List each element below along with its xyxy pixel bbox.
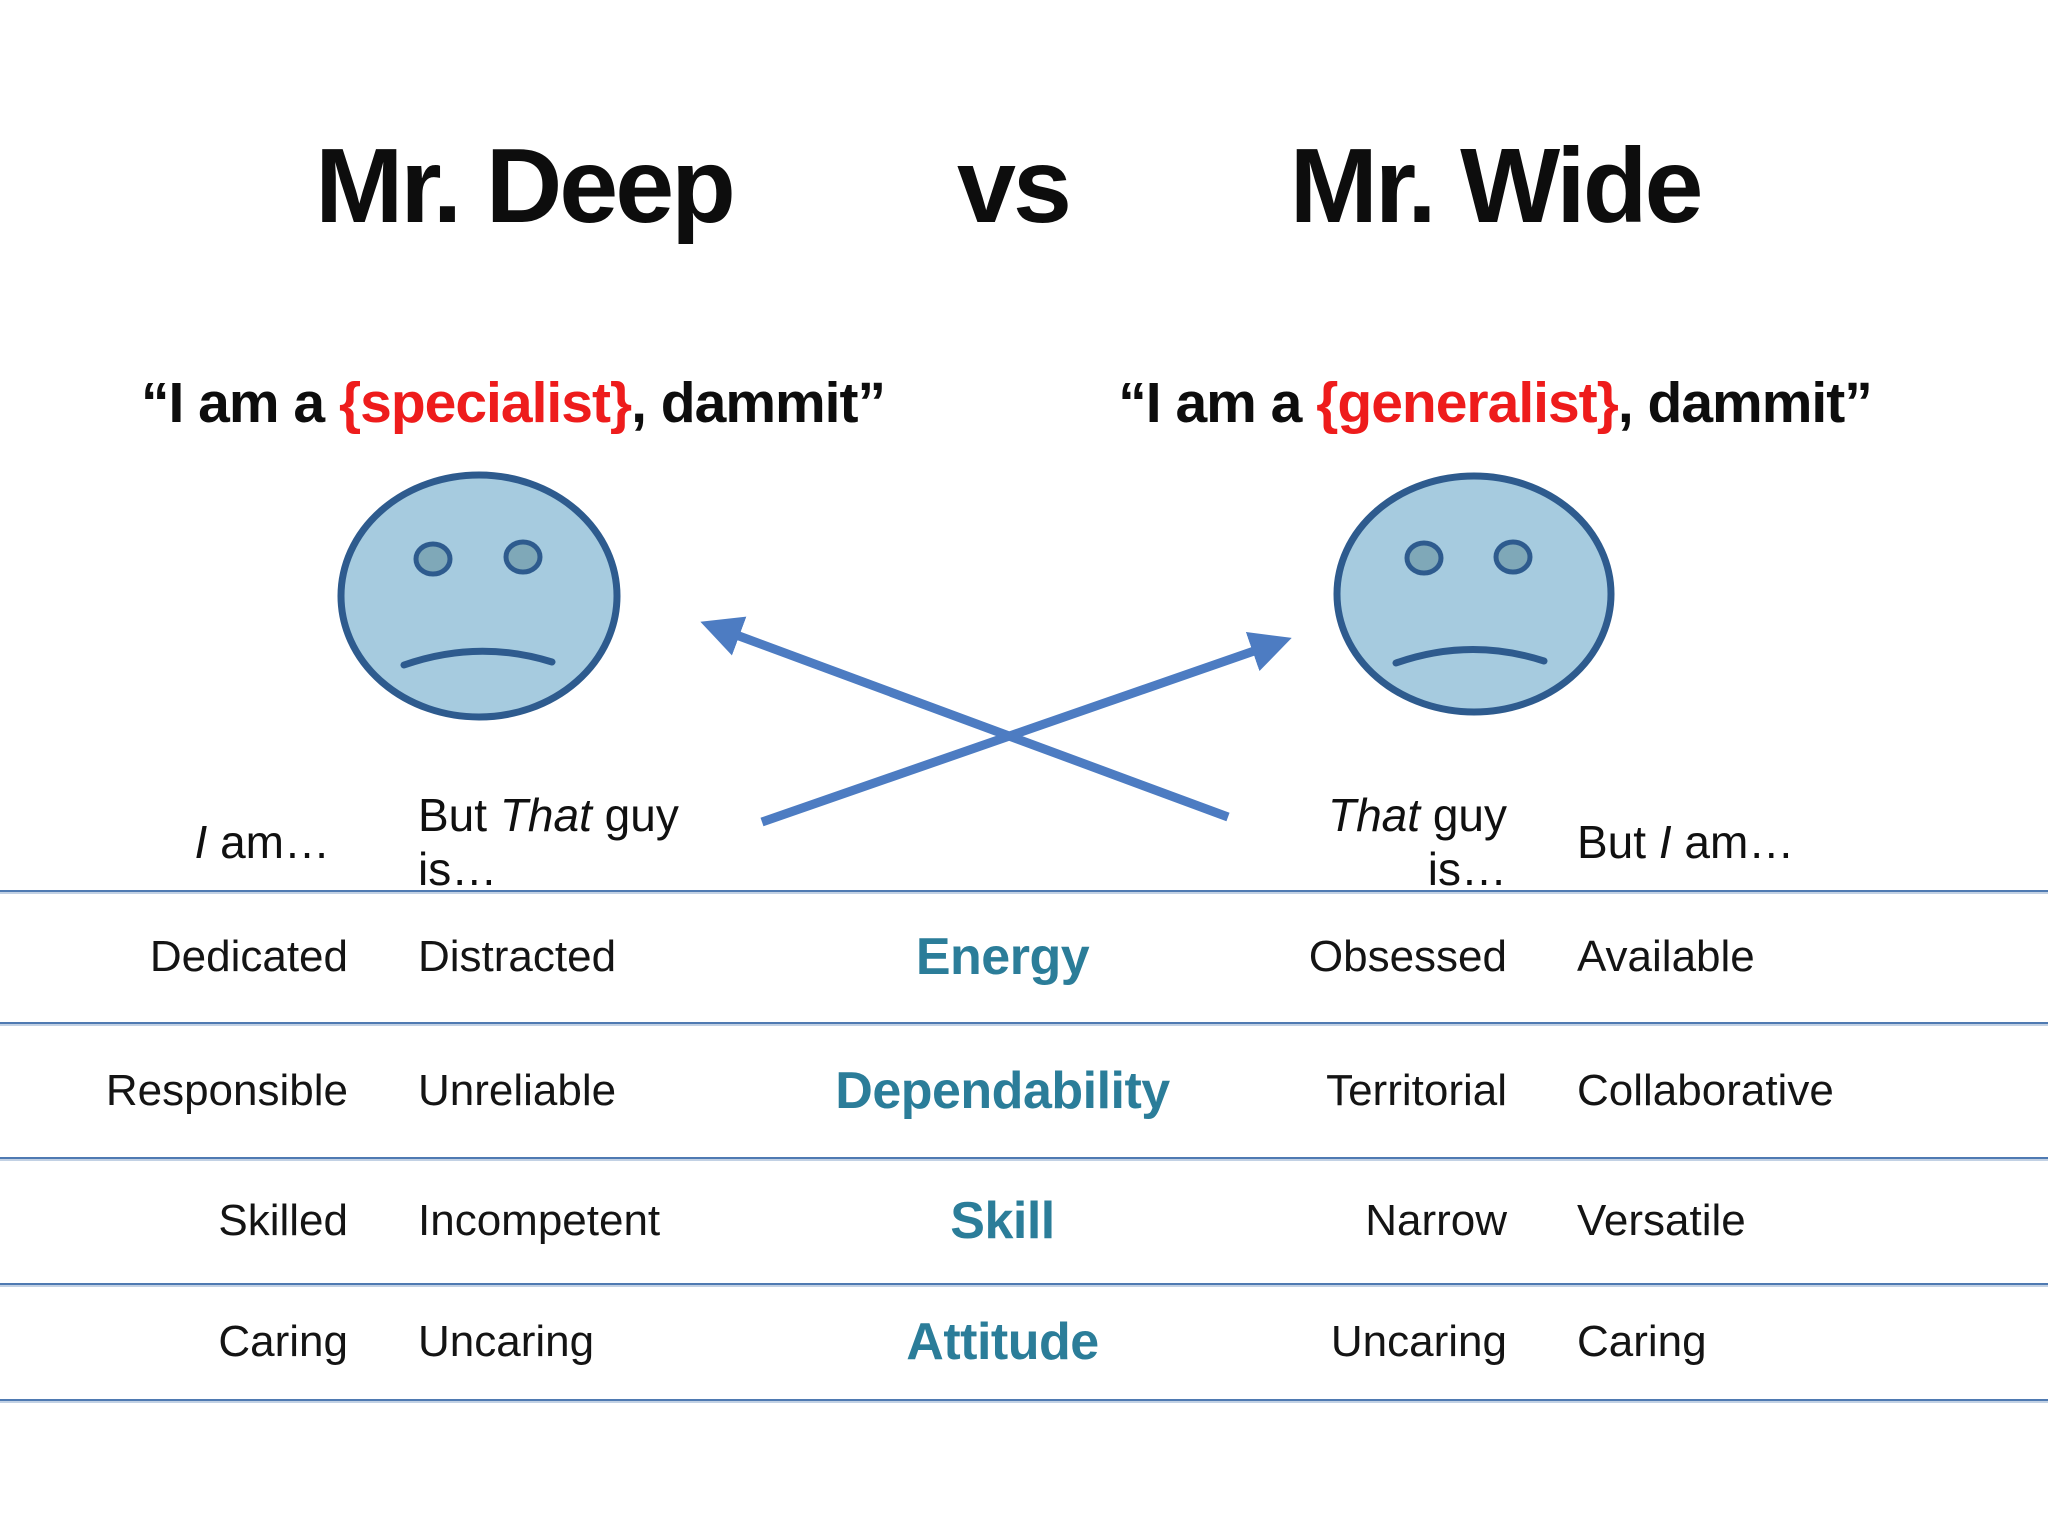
quote-left-highlight: {specialist} [338, 371, 632, 435]
cell-dimension: Attitude [906, 1313, 1099, 1371]
title-mr-wide: Mr. Wide [1289, 127, 1704, 245]
cell-self-trait: Versatile [1577, 1196, 1746, 1245]
cell-self-trait: Caring [1577, 1317, 1707, 1366]
cell-other-trait: Territorial [1326, 1065, 1507, 1115]
header-but-that-guy-is: But That guy is… [418, 789, 679, 895]
table-row-energy: Dedicated Distracted Energy Obsessed Ava… [0, 892, 2048, 1022]
quote-right-post: , dammit” [1617, 371, 1873, 435]
arrow-to-mr-deep [700, 616, 1230, 822]
table-row-attitude: Caring Uncaring Attitude Uncaring Caring [0, 1285, 2048, 1399]
table-border-line [0, 1157, 2048, 1159]
header-i-am-left: I am… [194, 816, 330, 868]
title-mr-deep: Mr. Deep [315, 127, 736, 245]
table-border-line [0, 1283, 2048, 1285]
table-row-skill: Skilled Incompetent Skill Narrow Versati… [0, 1159, 2048, 1283]
header-that-guy-is: That guy is… [1328, 789, 1507, 895]
cell-self-trait: Collaborative [1577, 1065, 1834, 1115]
column-headers: I am… But That guy is… That guy is… But … [0, 788, 2048, 895]
cell-self-trait: Responsible [105, 1065, 348, 1115]
cell-other-trait: Obsessed [1308, 932, 1507, 981]
sad-face-icon [337, 471, 621, 721]
quote-right-pre: “I am a [1118, 371, 1317, 435]
cell-self-trait: Caring [218, 1317, 348, 1366]
quote-specialist: “I am a {specialist}, dammit” [141, 370, 886, 436]
cell-other-trait: Distracted [418, 932, 617, 981]
cell-self-trait: Dedicated [149, 932, 348, 981]
cell-other-trait: Narrow [1365, 1196, 1507, 1245]
cell-dimension: Skill [950, 1192, 1055, 1250]
cell-other-trait: Incompetent [418, 1196, 661, 1245]
table-border-line [0, 890, 2048, 892]
cell-dimension: Dependability [835, 1061, 1170, 1120]
cell-other-trait: Uncaring [1330, 1317, 1507, 1366]
arrow-to-mr-wide [760, 631, 1292, 827]
cell-other-trait: Unreliable [418, 1065, 617, 1115]
table-border-line [0, 1399, 2048, 1401]
cell-self-trait: Available [1577, 932, 1755, 981]
cell-self-trait: Skilled [218, 1196, 348, 1245]
title-vs: vs [957, 127, 1072, 245]
cell-other-trait: Uncaring [418, 1317, 595, 1366]
quote-generalist: “I am a {generalist}, dammit” [1118, 370, 1873, 436]
quote-right-highlight: {generalist} [1316, 371, 1619, 435]
crossed-swap-arrows-icon [700, 616, 1292, 827]
sad-face-icon [1333, 472, 1615, 716]
header-but-i-am: But I am… [1577, 816, 1795, 868]
table-border-line [0, 1022, 2048, 1024]
cell-dimension: Energy [915, 928, 1090, 986]
quote-left-post: , dammit” [631, 371, 886, 435]
table-row-dependability: Responsible Unreliable Dependability Ter… [0, 1024, 2048, 1157]
quote-left-pre: “I am a [141, 371, 339, 435]
